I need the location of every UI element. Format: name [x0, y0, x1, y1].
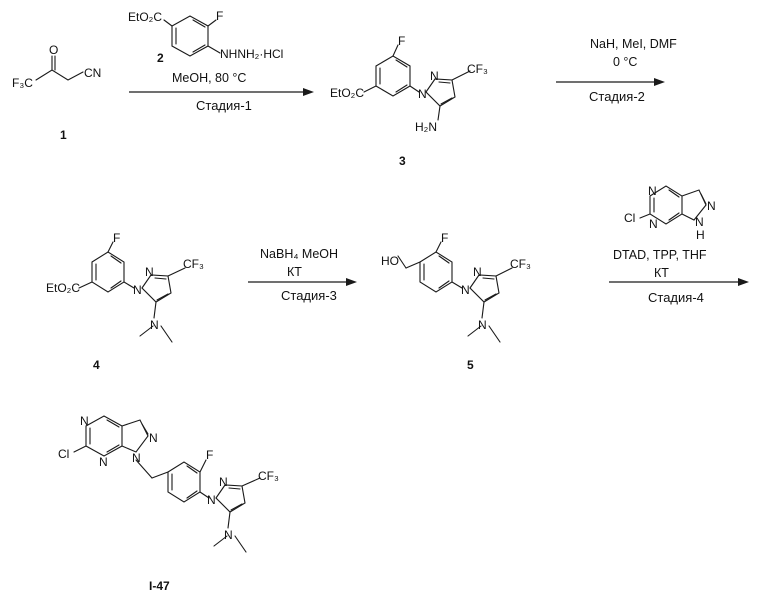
atom-n1: N: [418, 87, 427, 101]
reaction-arrow-2: NaH, MeI, DMF 0 °C Стадия-2: [556, 37, 677, 104]
step2-conditions: NaH, MeI, DMF: [590, 37, 677, 51]
compound-number-i47: I-47: [149, 579, 170, 593]
atom-n2: N: [649, 217, 658, 231]
atom-ho: HO: [381, 254, 399, 268]
atom-f: F: [441, 231, 448, 245]
atom-cl: Cl: [624, 211, 635, 225]
atom-f3c: F₃C: [12, 76, 33, 90]
atom-cf3: CF₃: [467, 62, 488, 76]
atom-nme2: N: [478, 318, 487, 332]
atom-ester: EtO₂C: [330, 86, 364, 100]
atom-pn1: N: [207, 493, 216, 507]
atom-f: F: [398, 34, 405, 48]
atom-ester: EtO₂C: [46, 281, 80, 295]
atom-n2: N: [99, 455, 108, 469]
atom-f: F: [113, 231, 120, 245]
reagent-chloropyrazolopyrimidine: N N N N H Cl: [624, 184, 716, 242]
atom-n1: N: [461, 283, 470, 297]
compound-2: EtO₂C F NHNH₂·HCl 2: [128, 9, 283, 65]
atom-nme2: N: [224, 528, 233, 542]
atom-hydrazine: NHNH₂·HCl: [220, 47, 283, 61]
compound-number-4: 4: [93, 358, 100, 372]
step4-conditions: DTAD, TPP, THF: [613, 248, 707, 262]
atom-nh2: H₂N: [415, 120, 437, 134]
compound-5: HO F N N CF₃ N 5: [381, 231, 531, 372]
atom-n2: N: [473, 265, 482, 279]
atom-pn2: N: [219, 475, 228, 489]
step4-label: Стадия-4: [648, 290, 704, 305]
atom-f: F: [216, 9, 223, 23]
compound-number-1: 1: [60, 128, 67, 142]
step2-label: Стадия-2: [589, 89, 645, 104]
atom-h: H: [696, 228, 705, 242]
step2-temperature: 0 °C: [613, 55, 637, 69]
atom-nme2: N: [150, 318, 159, 332]
atom-n1: N: [133, 283, 142, 297]
reaction-arrow-4: DTAD, TPP, THF КТ Стадия-4: [609, 248, 749, 305]
atom-cl: Cl: [58, 447, 69, 461]
atom-n1: N: [80, 414, 89, 428]
step3-temperature: КТ: [287, 265, 302, 279]
atom-n3: N: [707, 199, 716, 213]
compound-1: O F₃C CN 1: [12, 43, 101, 142]
atom-n2: N: [145, 265, 154, 279]
compound-number-3: 3: [399, 154, 406, 168]
atom-cn: CN: [84, 66, 101, 80]
compound-number-2: 2: [157, 51, 164, 65]
step3-label: Стадия-3: [281, 288, 337, 303]
compound-4: EtO₂C F N N CF₃ N 4: [46, 231, 204, 372]
step1-conditions: MeOH, 80 °C: [172, 71, 246, 85]
atom-o: O: [49, 43, 58, 57]
atom-n2: N: [430, 69, 439, 83]
atom-cf3: CF₃: [258, 469, 279, 483]
reaction-arrow-3: NaBH₄ MeOH КТ Стадия-3: [248, 247, 357, 303]
atom-cf3: CF₃: [183, 257, 204, 271]
compound-3: EtO₂C F N N CF₃ H₂N 3: [330, 34, 488, 168]
atom-f: F: [206, 448, 213, 462]
atom-n4: N: [132, 451, 141, 465]
atom-ester: EtO₂C: [128, 10, 162, 24]
atom-n3: N: [149, 431, 158, 445]
atom-n1: N: [648, 184, 657, 198]
compound-i47: N N N N Cl F N N CF₃ N I-47: [58, 414, 279, 593]
step4-temperature: КТ: [654, 266, 669, 280]
step1-label: Стадия-1: [196, 98, 252, 113]
compound-number-5: 5: [467, 358, 474, 372]
step3-conditions: NaBH₄ MeOH: [260, 247, 338, 261]
atom-cf3: CF₃: [510, 257, 531, 271]
reaction-arrow-1: MeOH, 80 °C Стадия-1: [129, 71, 314, 113]
atom-nh: N: [695, 215, 704, 229]
